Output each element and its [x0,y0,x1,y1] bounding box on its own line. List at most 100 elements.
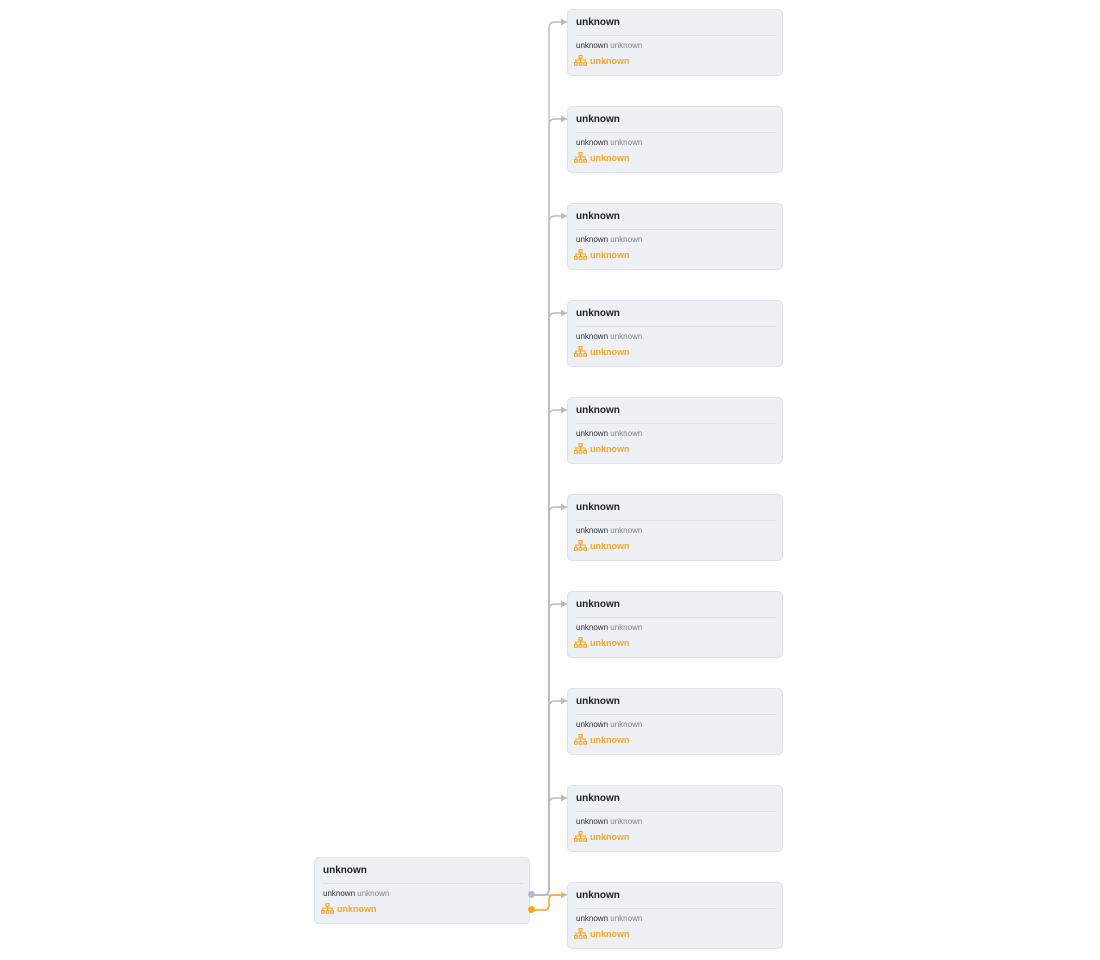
node-title: unknown [576,211,620,222]
node-link[interactable]: unknown [574,540,630,551]
node-title: unknown [576,793,620,804]
connector-edge [532,21,567,896]
source-node[interactable]: unknown unknown unknown unknown [314,857,530,924]
node-title: unknown [576,405,620,416]
node-meta: unknown unknown [576,817,642,826]
hierarchy-icon [574,734,587,745]
node-meta: unknown unknown [576,138,642,147]
node-type: unknown [323,889,356,898]
node-value: unknown [610,41,643,50]
node-link[interactable]: unknown [574,443,630,454]
highlighted-edge [532,894,563,911]
node-value: unknown [610,914,643,923]
node-link-label: unknown [590,637,630,648]
node-link[interactable]: unknown [574,637,630,648]
node-value: unknown [610,332,643,341]
connector-edge [532,603,567,896]
node-link[interactable]: unknown [574,346,630,357]
node-link-label: unknown [590,443,630,454]
connector-edge [532,118,567,896]
connector-edge [532,797,567,896]
hierarchy-icon [574,346,587,357]
node-link-label: unknown [590,540,630,551]
node-value: unknown [610,720,643,729]
node-link-label: unknown [590,152,630,163]
node-meta: unknown unknown [576,332,642,341]
node-divider [576,326,776,327]
node-link-label: unknown [590,346,630,357]
node-link[interactable]: unknown [574,249,630,260]
node-type: unknown [576,526,609,535]
node-divider [576,811,776,812]
node-link-label: unknown [590,831,630,842]
node-value: unknown [610,138,643,147]
node-meta: unknown unknown [576,914,642,923]
node-meta: unknown unknown [576,235,642,244]
node-link[interactable]: unknown [574,152,630,163]
output-port-highlight[interactable] [528,906,535,913]
connector-edge [532,700,567,896]
node-divider [576,132,776,133]
node-link[interactable]: unknown [574,928,630,939]
node-title: unknown [576,696,620,707]
node-link-label: unknown [337,903,377,914]
node-value: unknown [357,889,390,898]
node-title: unknown [576,114,620,125]
connector-edge [532,215,567,896]
node-link[interactable]: unknown [574,55,630,66]
node-divider [576,423,776,424]
node-link-label: unknown [590,734,630,745]
hierarchy-icon [574,249,587,260]
node-link[interactable]: unknown [321,903,377,914]
node-type: unknown [576,817,609,826]
node-link[interactable]: unknown [574,831,630,842]
node-link-label: unknown [590,249,630,260]
node-type: unknown [576,332,609,341]
node-link-label: unknown [590,928,630,939]
node-link-label: unknown [590,55,630,66]
node-meta: unknown unknown [576,429,642,438]
node-value: unknown [610,817,643,826]
connector-edge [532,312,567,896]
node-link[interactable]: unknown [574,734,630,745]
node-meta: unknown unknown [576,526,642,535]
node-title: unknown [576,890,620,901]
node-divider [323,883,523,884]
hierarchy-icon [574,928,587,939]
node-divider [576,35,776,36]
node-meta: unknown unknown [576,41,642,50]
hierarchy-icon [574,831,587,842]
node-value: unknown [610,429,643,438]
node-title: unknown [323,865,367,876]
node-type: unknown [576,914,609,923]
hierarchy-icon [574,540,587,551]
connector-edge [532,506,567,896]
node-meta: unknown unknown [576,623,642,632]
node-title: unknown [576,17,620,28]
connector-edge [532,409,567,896]
node-divider [576,617,776,618]
node-type: unknown [576,235,609,244]
node-type: unknown [576,720,609,729]
node-divider [576,714,776,715]
output-port[interactable] [528,891,535,898]
node-title: unknown [576,502,620,513]
node-meta: unknown unknown [323,889,389,898]
node-type: unknown [576,429,609,438]
node-divider [576,908,776,909]
node-divider [576,520,776,521]
node-title: unknown [576,308,620,319]
node-type: unknown [576,623,609,632]
hierarchy-icon [574,55,587,66]
